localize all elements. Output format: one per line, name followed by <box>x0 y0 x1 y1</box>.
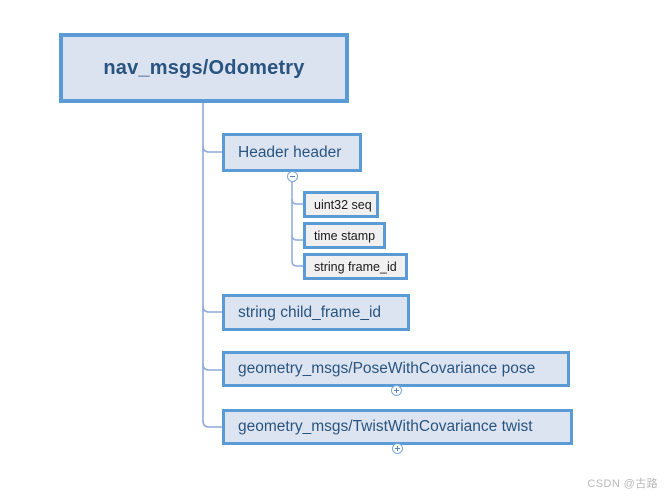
expand-toggle-twist[interactable] <box>392 443 403 454</box>
node-pose[interactable]: geometry_msgs/PoseWithCovariance pose <box>222 351 570 387</box>
node-twist-label: geometry_msgs/TwistWithCovariance twist <box>238 418 533 435</box>
node-time-stamp-label: time stamp <box>314 228 376 243</box>
node-header-header[interactable]: Header header <box>222 133 362 172</box>
node-uint32-seq-label: uint32 seq <box>314 197 372 212</box>
node-string-frame-id[interactable]: string frame_id <box>303 253 408 280</box>
node-uint32-seq[interactable]: uint32 seq <box>303 191 379 218</box>
branch-line-child-frame-id <box>202 305 222 313</box>
node-string-child-frame-id-label: string child_frame_id <box>238 303 382 321</box>
node-root[interactable]: nav_msgs/Odometry <box>59 33 349 103</box>
branch-line-header <box>202 145 222 153</box>
node-string-child-frame-id[interactable]: string child_frame_id <box>222 294 410 331</box>
subbranch-line-seq <box>291 198 303 205</box>
expand-toggle-pose[interactable] <box>391 385 402 396</box>
subbranch-line-stamp <box>291 234 303 241</box>
node-twist[interactable]: geometry_msgs/TwistWithCovariance twist <box>222 409 573 445</box>
node-root-label: nav_msgs/Odometry <box>103 56 305 79</box>
node-time-stamp[interactable]: time stamp <box>303 222 386 249</box>
collapse-toggle-header[interactable] <box>287 171 298 182</box>
node-string-frame-id-label: string frame_id <box>314 259 397 274</box>
subtrunk-line <box>291 182 303 267</box>
node-header-header-label: Header header <box>238 143 342 161</box>
trunk-line <box>202 103 222 428</box>
watermark: CSDN @古路 <box>587 478 658 490</box>
branch-line-pose <box>202 363 222 371</box>
node-pose-label: geometry_msgs/PoseWithCovariance pose <box>238 360 536 377</box>
